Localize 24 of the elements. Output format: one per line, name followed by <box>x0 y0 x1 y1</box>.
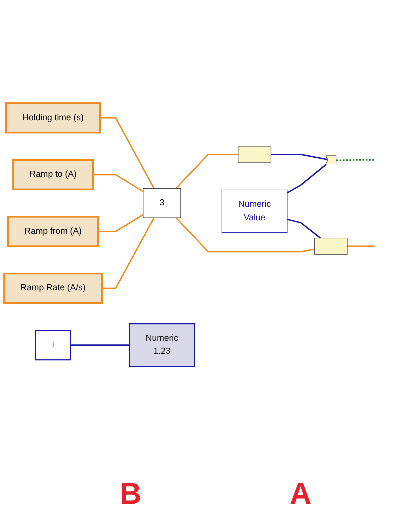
node-box <box>314 238 348 255</box>
connector <box>176 218 315 253</box>
node-box: 3 <box>143 188 182 218</box>
node-box: Ramp Rate (A/s) <box>4 272 104 304</box>
connector <box>336 159 375 162</box>
connector <box>287 164 327 194</box>
connector <box>70 344 130 346</box>
node-box: Numeric 1.23 <box>129 323 196 368</box>
node-box: Holding time (s) <box>6 102 102 134</box>
connector <box>348 246 375 248</box>
connector <box>100 117 155 189</box>
connector <box>98 214 144 232</box>
node-box: Numeric Value <box>222 190 288 234</box>
connector <box>176 154 238 190</box>
connector <box>102 218 155 290</box>
connector <box>93 174 144 192</box>
node-box <box>238 146 272 164</box>
connector <box>287 218 322 239</box>
connector <box>271 154 328 160</box>
panel-letter: A <box>290 478 312 512</box>
node-box: i <box>35 330 72 361</box>
node-box: Ramp from (A) <box>7 216 100 248</box>
node-box: Ramp to (A) <box>12 159 94 190</box>
panel-letter: B <box>120 478 142 512</box>
